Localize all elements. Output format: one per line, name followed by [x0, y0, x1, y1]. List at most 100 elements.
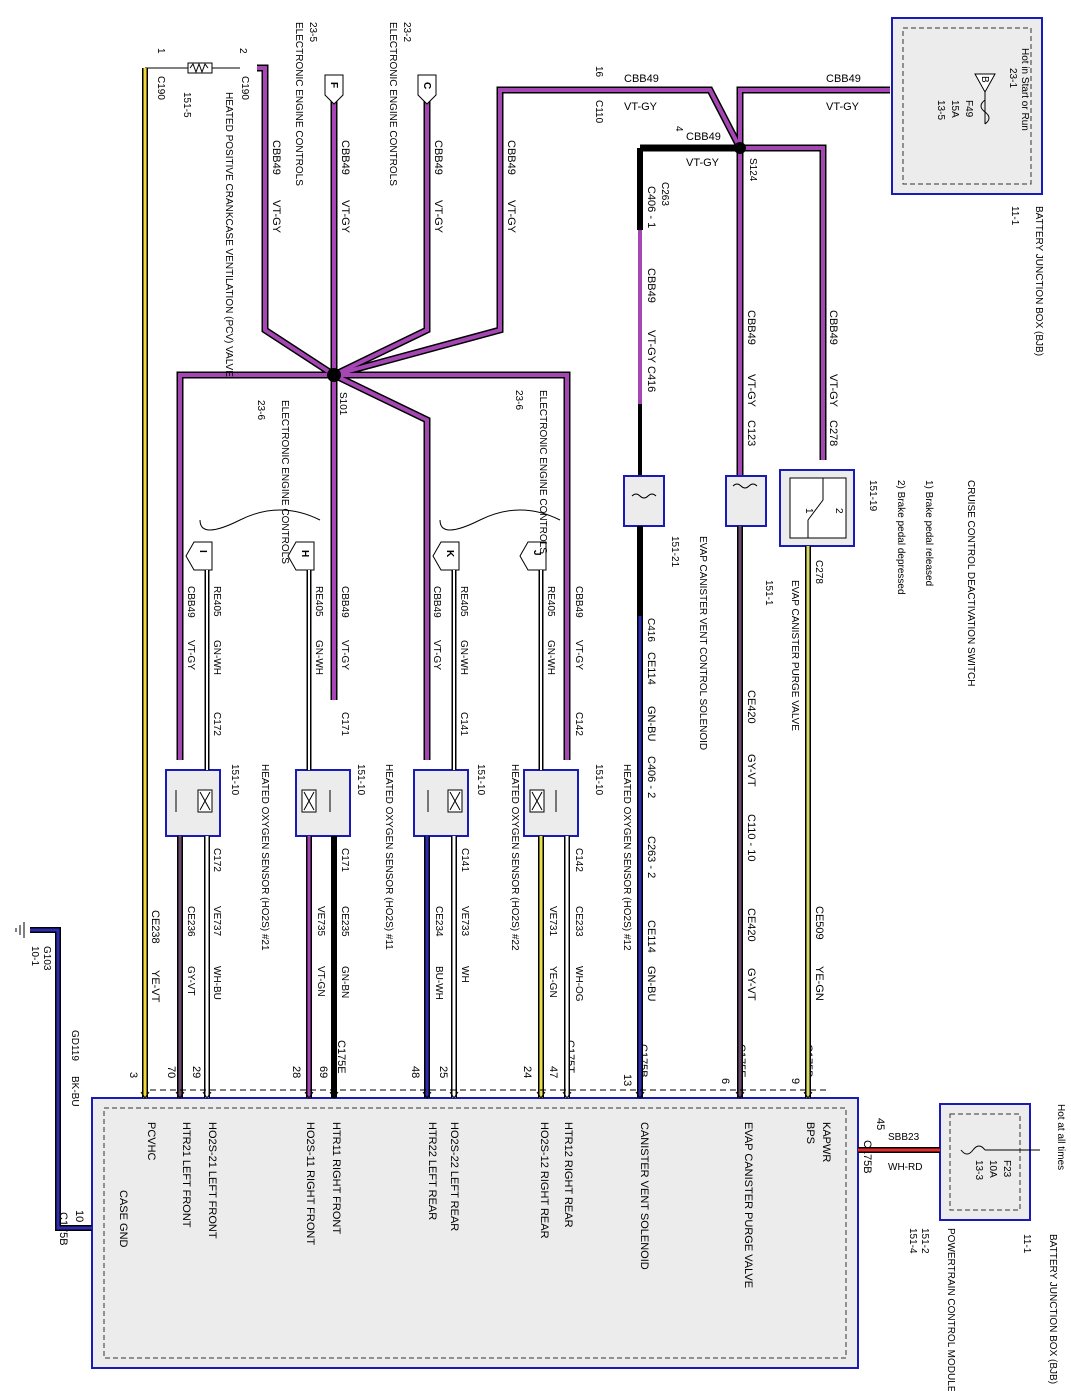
pin-label-canister-vent: CANISTER VENT SOLENOID [638, 1122, 650, 1270]
eec-f-title: ELECTRONIC ENGINE CONTROLS [293, 22, 304, 186]
bjb-top-hot-ref: 23-1 [1007, 68, 1018, 88]
vl-c416-vtgy: VT-GY [645, 330, 657, 364]
ll-ve737: VE737 [211, 906, 222, 936]
wire-cbb49-feed [738, 88, 890, 148]
wire-gd119 [30, 928, 92, 1230]
eec-l-ref: 23-6 [255, 400, 266, 420]
bjb-bottom-hot: Hot at all times [1055, 1104, 1066, 1170]
wl-c263-vtgy: VT-GY [686, 157, 720, 169]
purge-valve-box [725, 475, 767, 527]
wl-gnbu: GN-BU [645, 706, 657, 742]
pin-label-ho2s21: HO2S-21 LEFT FRONT [206, 1122, 218, 1239]
pin-num-htr22: 48 [409, 1066, 421, 1078]
eec-c-title: ELECTRONIC ENGINE CONTROLS [387, 22, 398, 186]
wl-ce420: CE420 [745, 690, 757, 724]
ho2s-11: HEATED OXYGEN SENSOR (HO2S) #11 151-10 [295, 764, 394, 950]
ll-c172: C172 [211, 848, 222, 872]
ll-ve735: VE735 [315, 906, 326, 936]
flag-c [417, 74, 437, 105]
pin-num-purge: 6 [719, 1078, 731, 1084]
ho2s21-x [199, 791, 211, 811]
wl-bkbu: BK-BU [69, 1076, 80, 1107]
pin-num-htr21: 70 [165, 1066, 177, 1078]
flag-i [185, 541, 213, 571]
flag-k [432, 541, 460, 571]
cruise-n1: 1) Brake pedal released [923, 480, 934, 586]
ul-c171: C171 [339, 712, 350, 736]
flag-i-label: I [197, 550, 208, 553]
wl-c406-2: C406 - 2 [645, 756, 657, 798]
pin-label-case-gnd: CASE GND [117, 1190, 129, 1248]
mark-ho2s21 [202, 1091, 212, 1099]
wl-ce420-b: CE420 [745, 908, 757, 942]
vent-ref: 151-21 [669, 536, 680, 568]
vl-c123-vtgy: VT-GY [745, 374, 757, 408]
ll-vtgn: VT-GN [315, 966, 326, 997]
ho2s12-title: HEATED OXYGEN SENSOR (HO2S) #12 [621, 764, 632, 951]
c110-label: C110 [593, 100, 604, 124]
ul-k-re405: RE405 [458, 586, 469, 617]
purge-valve: EVAP CANISTER PURGE VALVE 151-1 [725, 475, 800, 731]
c263-pin: 4 [673, 126, 684, 132]
pin-label-pcvhc: PCVHC [145, 1122, 157, 1161]
wl-c263-2: C263 - 2 [645, 836, 657, 878]
bjb-bottom-inner [949, 1113, 1021, 1211]
ll-c171: C171 [339, 848, 350, 872]
wl-feed-vtgy: VT-GY [826, 101, 860, 113]
pcv-ref: 151-5 [181, 92, 192, 118]
ground-icon [15, 922, 25, 938]
pin-label-htr22: HTR22 LEFT REAR [426, 1122, 438, 1220]
ll-ve731: VE731 [547, 906, 558, 936]
ll-ve733: VE733 [459, 906, 470, 936]
brace-right [439, 509, 561, 531]
cruise-sw-2: 2 [833, 508, 844, 514]
cruise-n2: 2) Brake pedal depressed [895, 480, 906, 595]
ll-whog: WH-OG [573, 966, 584, 1002]
ul-h-re405: RE405 [313, 586, 324, 617]
cruise-switch-inner [789, 477, 847, 539]
ll-c141: C141 [459, 848, 470, 872]
c110-pin: 16 [593, 66, 604, 78]
wire-s101-htr22 [333, 373, 429, 760]
pin-label-ho2s12: HO2S-12 RIGHT REAR [538, 1122, 550, 1239]
wires-cbb49 [176, 64, 890, 760]
wire-cbb49-feed-outline [736, 86, 890, 148]
ll-c142: C142 [573, 848, 584, 872]
wire-s124-c278 [740, 146, 825, 460]
bjb-top-fuse: F49 [963, 100, 974, 118]
pcv-pin1: 1 [155, 48, 166, 54]
ul-c141: C141 [458, 712, 469, 736]
sensor-lower-labels: C142 CE233 WH-OG VE731 YE-GN C141 VE733 … [185, 848, 584, 1002]
vent-coil-icon [631, 493, 657, 499]
wire-c-s101 [333, 85, 429, 377]
bjb-top-amps: 15A [949, 100, 960, 118]
bjb-bottom-title: BATTERY JUNCTION BOX (BJB) [1047, 1234, 1058, 1384]
mark-bps [803, 1091, 813, 1099]
pcm-pin-numbers: 45 9 6 13 47 24 25 48 69 28 29 70 3 10 [73, 1066, 886, 1222]
vl-f-cbb49: CBB49 [339, 140, 351, 175]
wl-yevt: YE-VT [149, 970, 161, 1003]
flag-f-label: F [328, 82, 339, 88]
vertical-wire-labels: CBB49 VT-GY C278 CBB49 VT-GY C123 CBB49 … [270, 140, 839, 446]
pin-num-htr12: 47 [547, 1066, 559, 1078]
bjb-bottom-amps: 10A [987, 1160, 998, 1178]
eec-r-ref: 23-6 [513, 390, 524, 410]
bjb-top-connector-label: B [979, 76, 990, 83]
pcm-entry-marks [140, 1091, 813, 1099]
pcm-title: POWERTRAIN CONTROL MODULE (PCM) [945, 1228, 956, 1391]
vl-c416-conn: C416 [645, 366, 657, 392]
bjb-bottom-fuse-ref: 13-3 [973, 1160, 984, 1180]
pcv-c190-b: C190 [239, 76, 250, 100]
ll-ce233: CE233 [573, 906, 584, 937]
pcm-module: POWERTRAIN CONTROL MODULE (PCM) 151-2 15… [91, 1097, 956, 1391]
wl-feed-cbb49: CBB49 [826, 73, 861, 85]
vl-c123-cbb49: CBB49 [745, 310, 757, 345]
bjb-bottom-ref: 11-1 [1021, 1234, 1032, 1254]
splice-s124 [734, 142, 746, 154]
ll-gnbn: GN-BN [339, 966, 350, 998]
ll-ce234: CE234 [433, 906, 444, 937]
s124-label: S124 [747, 158, 758, 182]
wire-s101-htr22-outline [332, 371, 431, 760]
vl-c-vtgy: VT-GY [432, 200, 444, 234]
